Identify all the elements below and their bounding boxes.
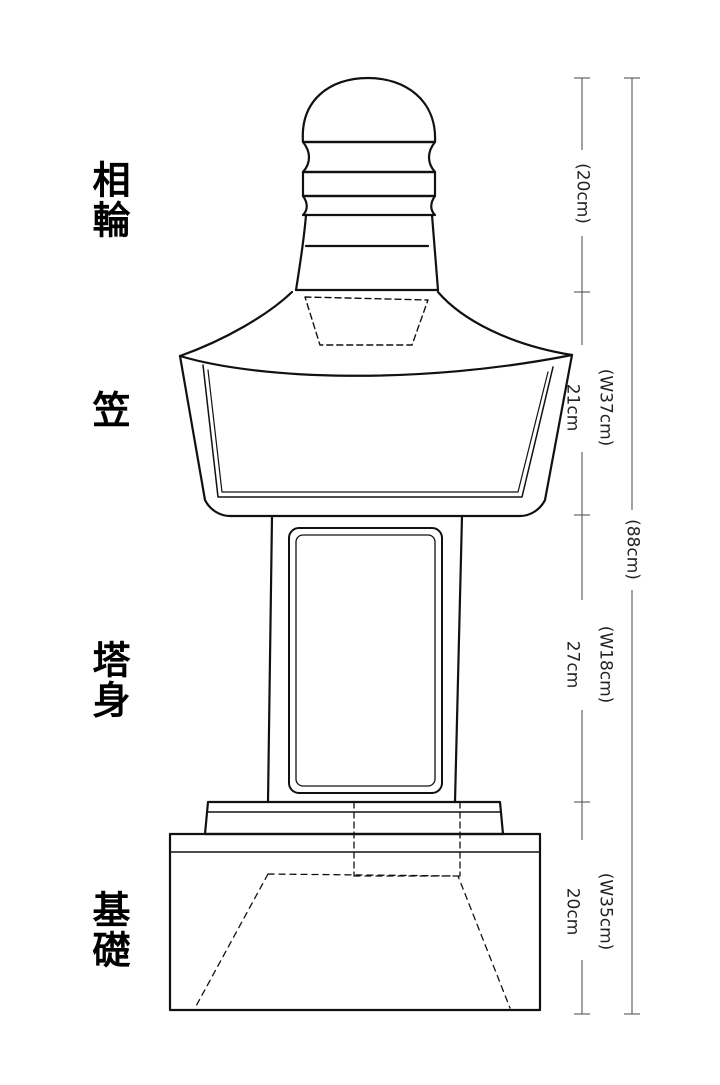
sorin-ring-2 [301,170,437,198]
dim-sorin: (20cm) [572,163,593,224]
dim-toshin-height: 27cm [562,640,583,689]
kasa-top [178,290,574,358]
toshin-panel-inner [295,534,436,787]
label-kiso: 基礎 [86,890,130,970]
sorin-ring-1 [301,140,437,174]
kasa-inner-line [202,364,554,498]
sorin-ring-3 [301,194,437,217]
toshin-body [266,514,464,804]
dim-kiso-height: 20cm [562,887,583,936]
dim-toshin-width: (W18cm) [595,625,616,704]
kasa-eave [178,353,574,377]
dim-kasa-height: 21cm [562,383,583,432]
kiso-hidden [194,873,511,1009]
label-kasa: 笠 [86,390,130,430]
dim-kasa-width: (W37cm) [595,368,616,447]
kasa-body [178,353,574,518]
dim-kiso-width: (W35cm) [595,872,616,951]
toshin-panel-outer [288,527,443,794]
sorin-shaft [294,213,440,292]
label-toshin: 塔身 [86,640,130,720]
sorin-tenon [304,296,429,346]
kasa-inner-line-2 [207,369,549,493]
dim-total: (88cm) [622,519,643,580]
sorin-hoju [301,76,437,144]
label-sorin: 相輪 [86,160,130,240]
kiso-body [168,832,542,1012]
